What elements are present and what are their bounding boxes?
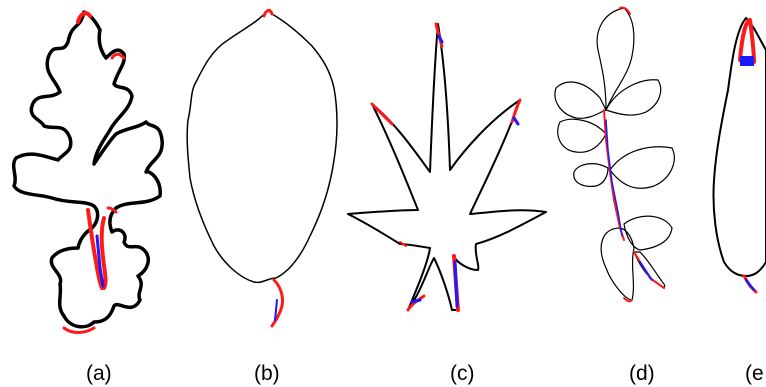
leaf-e-stem-core (744, 278, 756, 292)
leaf-e-tip-core (740, 56, 754, 66)
leaf-b (186, 8, 338, 328)
leaf-d-leaflet-top (596, 7, 635, 111)
caption-b: (b) (254, 362, 280, 385)
leaf-d-leaflet-left-2 (557, 118, 607, 153)
leaf-d-left-tip (623, 297, 633, 303)
leaf-d-bottom-stem (633, 251, 665, 289)
leaf-d-leaflet-bottom (633, 251, 666, 288)
leaf-c-notch-highlight (399, 241, 407, 247)
leaf-c-outline (347, 23, 547, 311)
leaf-a-side-highlight (106, 206, 118, 214)
caption-a: (a) (86, 362, 112, 385)
leaf-c-right-tip (510, 98, 522, 124)
leaf-d-bottom-core (639, 261, 653, 281)
leaf-a-tip-highlight (76, 11, 92, 24)
leaf-d-top-tip (619, 6, 631, 15)
leaf-a-lobe-highlight (110, 52, 126, 60)
caption-e: (e (745, 362, 764, 385)
leaf-d-rachis-core (605, 119, 623, 237)
leaf-c (347, 22, 547, 312)
leaf-d-leaflet-right-1 (605, 79, 662, 116)
leaf-c-bottom-left-core (410, 298, 422, 304)
leaf-c-left-tip (370, 102, 394, 126)
leaf-b-stem-core (274, 299, 278, 321)
leaf-e (712, 17, 766, 294)
leaf-d (554, 6, 675, 303)
leaf-c-stem-core (453, 260, 459, 308)
leaf-d-leaflet-left-3 (573, 163, 609, 187)
leaf-c-top-core (437, 34, 444, 44)
leaf-a-petiole-highlight (86, 208, 108, 290)
leaf-a-petiole-core (95, 234, 105, 288)
leaf-e-outline (712, 17, 766, 277)
leaf-b-tip-highlight (262, 8, 274, 18)
leaf-c-right-core (512, 116, 520, 126)
leaf-b-outline (186, 9, 338, 284)
leaf-d-leaflet-right-3 (623, 215, 673, 251)
leaf-d-leaflet-left-1 (554, 81, 607, 119)
leaf-a-base-highlight (62, 326, 96, 334)
caption-d: (d) (629, 362, 655, 385)
leaf-a (11, 10, 164, 334)
leaf-e-tip-highlight (738, 18, 756, 64)
leaf-a-outline (11, 10, 164, 329)
caption-c: (c) (450, 362, 475, 385)
leaf-d-leaflet-right-2 (609, 146, 675, 189)
